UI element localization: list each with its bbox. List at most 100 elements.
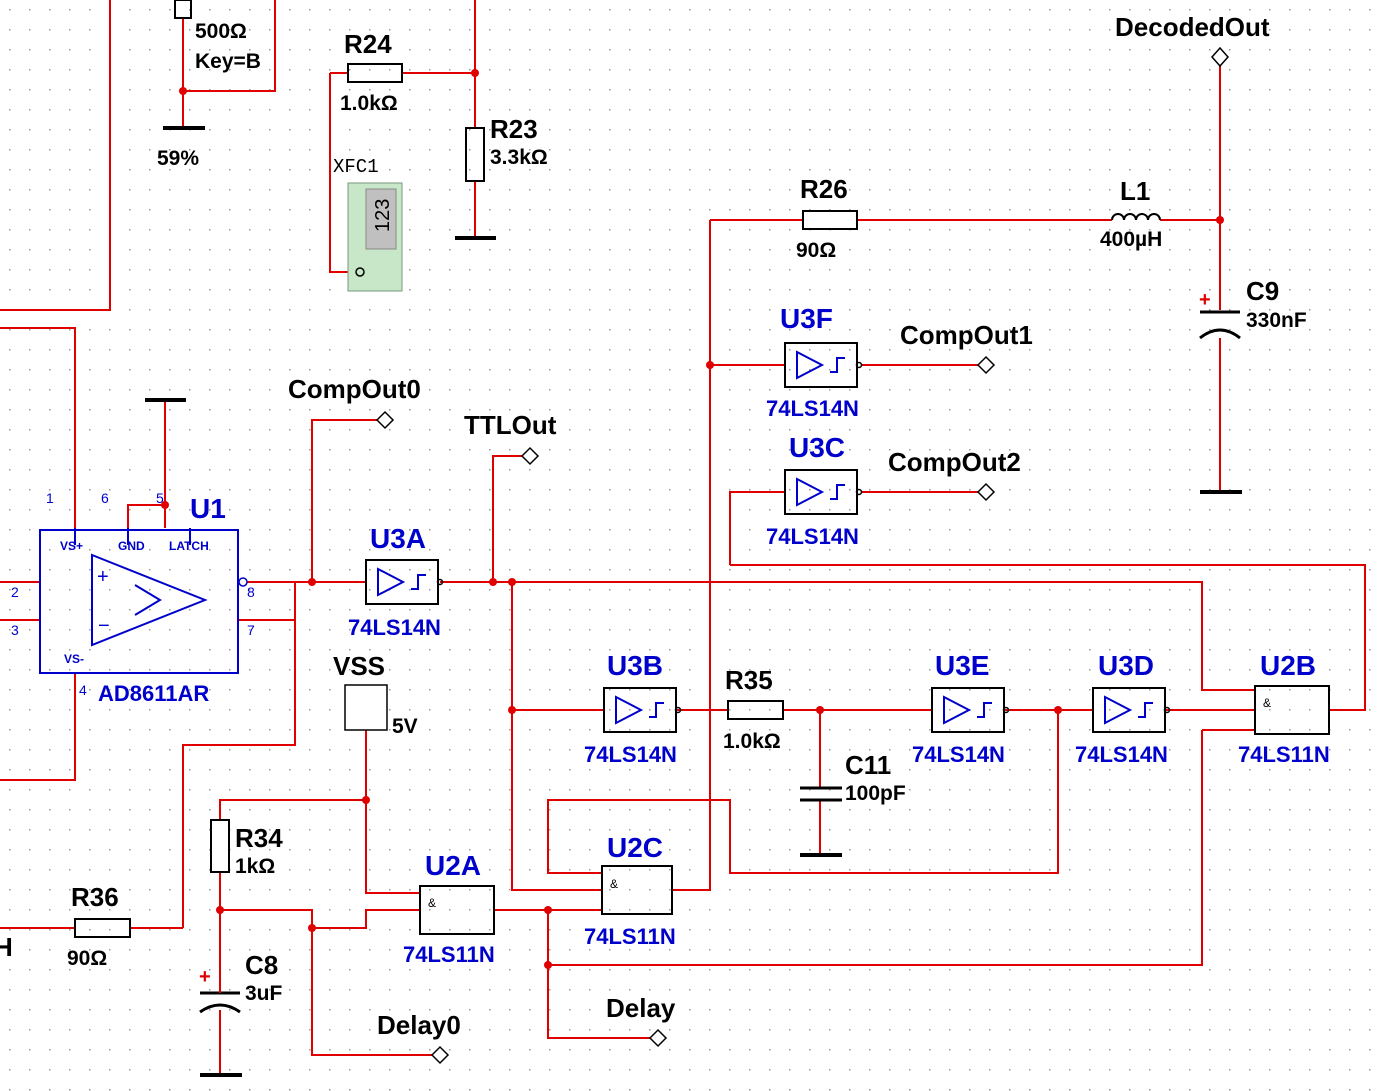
gate-u3c[interactable]: U3C 74LS14N: [766, 432, 863, 549]
resistor-r26[interactable]: R26 90Ω: [796, 174, 858, 262]
u2a-part: 74LS11N: [403, 942, 495, 967]
gate-u2b[interactable]: & U2B 74LS11N: [1238, 650, 1330, 767]
r24-ref: R24: [344, 29, 392, 59]
decodedout-label: DecodedOut: [1115, 12, 1270, 42]
u3d-ref: U3D: [1098, 650, 1154, 681]
c8-value: 3uF: [245, 982, 283, 1005]
u3c-part: 74LS14N: [766, 524, 859, 549]
connector-delay0[interactable]: Delay0: [377, 1010, 461, 1065]
c9-plus-icon: +: [1199, 289, 1211, 311]
c11-ref: C11: [845, 750, 891, 780]
capacitor-c9[interactable]: + C9 330nF: [1199, 276, 1307, 340]
r26-ref: R26: [800, 174, 848, 204]
c11-value: 100pF: [845, 782, 906, 805]
xfc1-display: 123: [372, 199, 394, 232]
u1-vsminus-label: VS-: [64, 652, 84, 666]
pot-value: 500Ω: [195, 20, 247, 43]
r24-value: 1.0kΩ: [340, 92, 398, 115]
pot-percent: 59%: [157, 147, 199, 170]
c8-plus-icon: +: [199, 966, 211, 988]
u1-latch-label: LATCH: [169, 539, 209, 553]
ttlout-label: TTLOut: [464, 410, 557, 440]
gate-u3b[interactable]: U3B 74LS14N: [584, 650, 682, 767]
u1-pin4: 4: [79, 682, 87, 698]
vss-ref: VSS: [333, 651, 385, 681]
resistor-r35[interactable]: R35 1.0kΩ: [723, 665, 784, 753]
gate-u3f[interactable]: U3F 74LS14N: [766, 303, 863, 421]
vss-value: 5V: [392, 715, 418, 738]
u1-pin1: 1: [46, 490, 54, 506]
junction-dots: [161, 69, 1224, 969]
u1-vsplus-label: VS+: [60, 539, 83, 553]
wires: [0, 0, 1366, 1075]
connector-compout0[interactable]: CompOut0: [288, 374, 421, 430]
u3b-ref: U3B: [607, 650, 663, 681]
u1-pin7: 7: [247, 622, 255, 638]
capacitor-c8[interactable]: + C8 3uF: [199, 950, 283, 1014]
offscreen-label-h: H: [0, 932, 13, 962]
delay-label: Delay: [606, 993, 676, 1023]
resistor-r34[interactable]: R34 1kΩ: [210, 819, 283, 878]
u3a-ref: U3A: [370, 523, 426, 554]
c8-ref: C8: [245, 950, 278, 980]
u1-plus-icon: +: [97, 566, 109, 588]
gate-u3d[interactable]: U3D 74LS14N: [1075, 650, 1171, 767]
u2a-ref: U2A: [425, 850, 481, 881]
c9-value: 330nF: [1246, 309, 1307, 332]
u3e-ref: U3E: [935, 650, 989, 681]
r26-value: 90Ω: [796, 239, 836, 262]
u3a-part: 74LS14N: [348, 615, 441, 640]
u2c-and-icon: &: [610, 877, 618, 891]
gate-u2a[interactable]: & U2A 74LS11N: [403, 850, 495, 967]
gate-u3a[interactable]: U3A 74LS14N: [348, 523, 444, 640]
pot-500ohm[interactable]: 500Ω Key=B 59%: [157, 0, 261, 170]
connector-delay[interactable]: Delay: [606, 993, 676, 1048]
u3c-ref: U3C: [789, 432, 845, 463]
connector-ttlout[interactable]: TTLOut: [464, 410, 557, 466]
connector-compout1[interactable]: CompOut1: [900, 320, 1033, 375]
c9-ref: C9: [1246, 276, 1279, 306]
connector-compout2[interactable]: CompOut2: [888, 447, 1021, 502]
compout0-label: CompOut0: [288, 374, 421, 404]
u2b-ref: U2B: [1260, 650, 1316, 681]
compout1-label: CompOut1: [900, 320, 1033, 350]
pot-key: Key=B: [195, 50, 261, 73]
r23-value: 3.3kΩ: [490, 146, 548, 169]
u1-pin6: 6: [101, 490, 109, 506]
u1-pin8: 8: [247, 584, 255, 600]
connector-decodedout[interactable]: DecodedOut: [1115, 12, 1270, 68]
l1-value: 400µH: [1100, 228, 1162, 251]
resistor-r24[interactable]: R24 1.0kΩ: [340, 29, 403, 115]
ground-symbols: [145, 126, 1242, 1077]
frequency-counter-xfc1[interactable]: XFC1 123: [333, 156, 403, 292]
u3d-part: 74LS14N: [1075, 742, 1168, 767]
u3e-part: 74LS14N: [912, 742, 1005, 767]
capacitor-c11[interactable]: C11 100pF: [800, 750, 906, 805]
delay0-label: Delay0: [377, 1010, 461, 1040]
r36-value: 90Ω: [67, 947, 107, 970]
u1-minus-icon: −: [98, 615, 110, 637]
resistor-r36[interactable]: R36 90Ω: [67, 882, 131, 970]
r36-ref: R36: [71, 882, 119, 912]
l1-ref: L1: [1120, 176, 1150, 206]
gate-u2c[interactable]: & U2C 74LS11N: [584, 832, 676, 949]
resistor-r23[interactable]: R23 3.3kΩ: [465, 114, 548, 182]
comparator-u1[interactable]: 1 6 5 2 3 4 8 7 VS+ GND LATCH VS- + − U1…: [11, 490, 255, 706]
power-vss[interactable]: VSS 5V: [333, 651, 418, 738]
r23-ref: R23: [490, 114, 538, 144]
inductor-l1[interactable]: L1 400µH: [1100, 176, 1162, 251]
u2b-and-icon: &: [1263, 696, 1271, 710]
u1-part: AD8611AR: [98, 681, 209, 706]
u2b-part: 74LS11N: [1238, 742, 1330, 767]
r34-value: 1kΩ: [235, 855, 275, 878]
gate-u3e[interactable]: U3E 74LS14N: [912, 650, 1010, 767]
u3b-part: 74LS14N: [584, 742, 677, 767]
xfc1-ref: XFC1: [333, 156, 379, 178]
r34-ref: R34: [235, 823, 283, 853]
u1-pin2: 2: [11, 584, 19, 600]
r35-value: 1.0kΩ: [723, 730, 781, 753]
u3f-ref: U3F: [780, 303, 833, 334]
u2c-part: 74LS11N: [584, 924, 676, 949]
u1-pin5: 5: [156, 490, 164, 506]
